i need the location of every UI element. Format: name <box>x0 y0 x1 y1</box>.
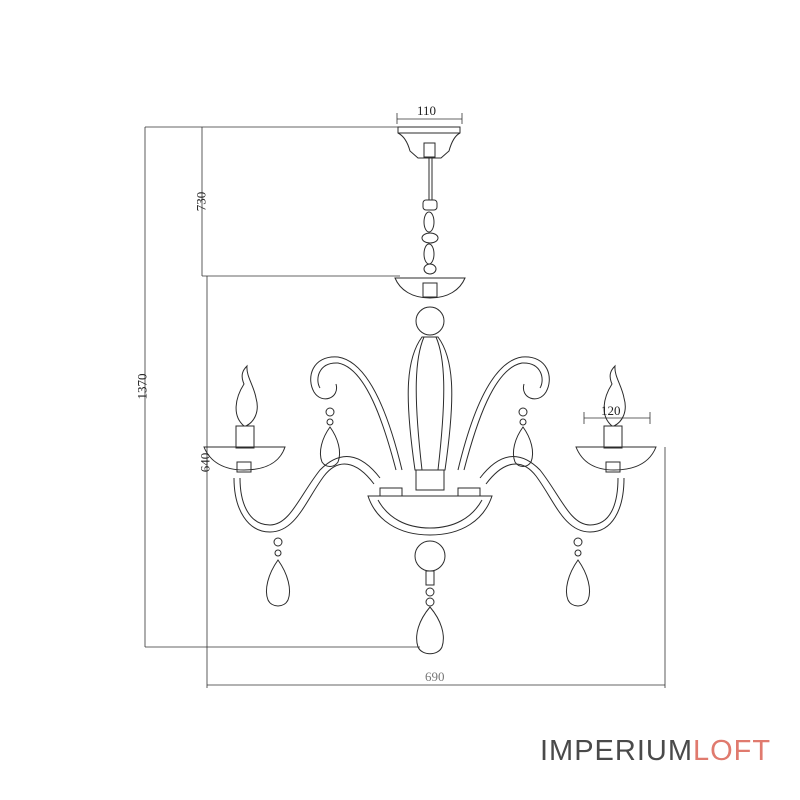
dim-total-width: 690 <box>425 669 445 684</box>
upper-scrolls <box>310 356 550 471</box>
dim-chain-length: 730 <box>193 191 209 212</box>
upper-cup <box>394 277 466 336</box>
dim-body-height: 640 <box>197 452 213 473</box>
right-arm <box>479 364 657 607</box>
dimension-lines <box>144 113 666 688</box>
brand-logo-part1: IMPERIUM <box>540 735 693 767</box>
dim-cup-width: 120 <box>601 403 621 418</box>
dim-total-height: 1370 <box>134 373 150 400</box>
left-arm <box>203 364 381 607</box>
brand-logo-part2: LOFT <box>693 735 772 767</box>
dim-canopy-width: 110 <box>417 103 437 118</box>
chain <box>421 199 439 275</box>
brand-logo: IMPERIUMLOFT <box>540 736 771 766</box>
ceiling-canopy <box>397 126 461 200</box>
central-column <box>407 336 453 491</box>
bowl <box>367 487 493 655</box>
